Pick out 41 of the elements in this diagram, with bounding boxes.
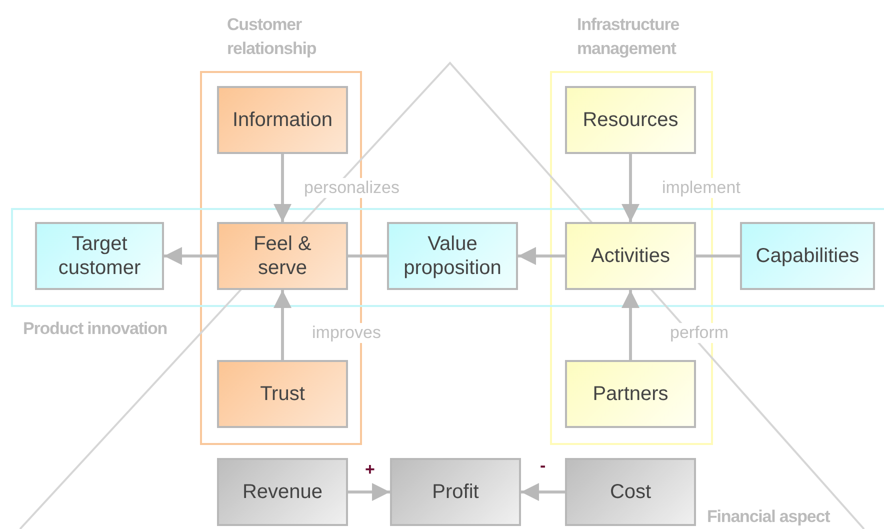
concept-box — [565, 222, 696, 290]
arrow — [622, 154, 640, 222]
arrow — [348, 483, 390, 501]
arrow — [622, 290, 640, 360]
concept-box — [217, 458, 348, 526]
connector-line — [348, 254, 387, 258]
box-label: Information — [232, 108, 333, 132]
box-label: Profit — [432, 480, 479, 504]
concept-box — [217, 360, 348, 428]
section-label: Financial aspect — [707, 506, 830, 528]
box-label: Target customer — [57, 232, 142, 280]
arrow — [521, 483, 565, 501]
concept-box — [217, 86, 348, 154]
concept-box — [740, 222, 875, 290]
box-label: Trust — [260, 382, 305, 406]
connector-line — [696, 254, 740, 258]
concept-box — [35, 222, 164, 290]
concept-box — [390, 458, 521, 526]
band-heading: Infrastructure management — [577, 14, 680, 60]
concept-box — [565, 86, 696, 154]
box-label: Resources — [582, 108, 678, 132]
arrow — [274, 290, 292, 360]
concept-box — [387, 222, 518, 290]
box-label: Revenue — [242, 480, 323, 504]
box-label: Activities — [591, 244, 670, 268]
concept-box — [565, 458, 696, 526]
edge-label: improves — [310, 323, 383, 343]
arrow — [518, 247, 565, 265]
box-label: Partners — [592, 382, 668, 406]
box-label: Capabilities — [756, 244, 860, 268]
concept-box — [565, 360, 696, 428]
box-label: Feel & serve — [252, 232, 312, 280]
band-heading: Customer relationship — [227, 14, 318, 60]
box-label: Cost — [610, 480, 652, 504]
concept-box — [217, 222, 348, 290]
edge-label: implement — [660, 178, 742, 198]
box-label: Value proposition — [402, 232, 502, 280]
edge-label: personalizes — [302, 178, 402, 198]
band-heading: Product innovation — [23, 318, 168, 340]
arrow — [164, 247, 217, 265]
arrow — [274, 154, 292, 222]
